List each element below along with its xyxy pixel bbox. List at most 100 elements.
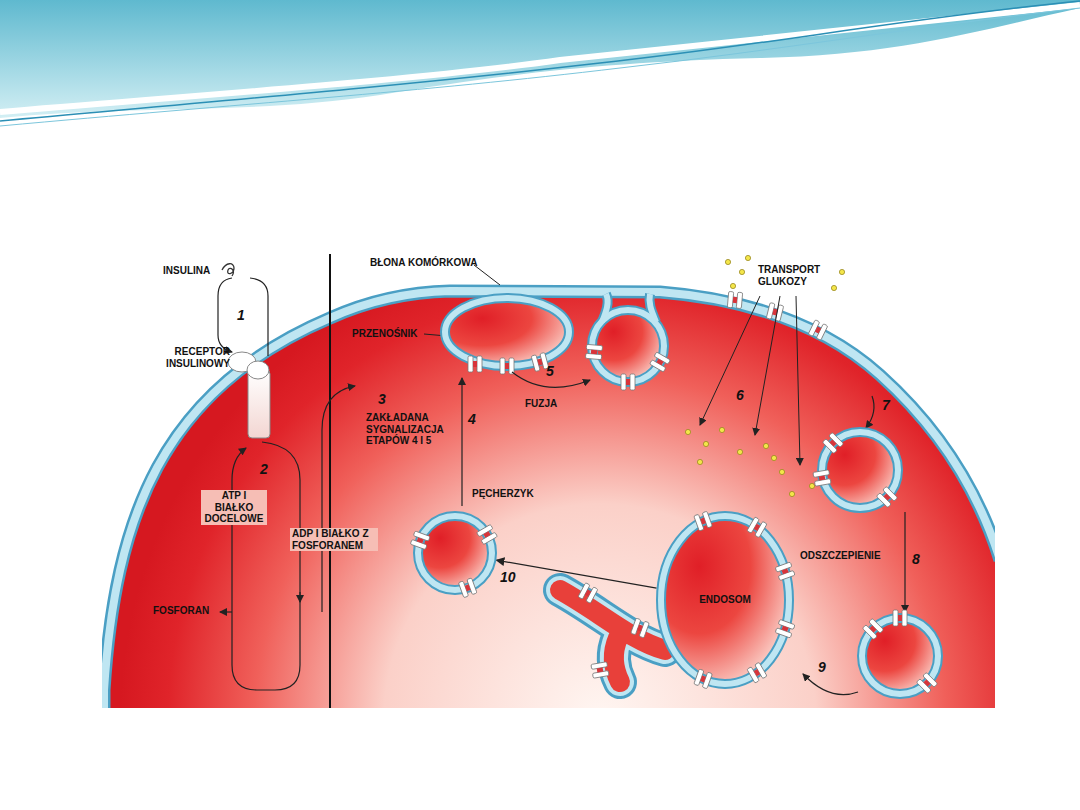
- header-band: [0, 0, 1080, 118]
- internalising-vesicle: [822, 432, 898, 508]
- glucose-transporter: [813, 470, 831, 487]
- glucose-transporter: [410, 531, 430, 550]
- glucose: [779, 469, 784, 474]
- part-label: PRZENOŚNIK: [352, 328, 418, 340]
- step-arrow: [803, 674, 858, 695]
- glucose-transporter: [862, 618, 883, 639]
- part-label: ODSZCZEPIENIE: [800, 550, 881, 562]
- leader-line: [474, 265, 500, 285]
- callout-number: 7: [882, 398, 890, 412]
- callout-number: 3: [378, 392, 386, 406]
- page-gutter: [329, 254, 331, 708]
- step-arrow: [218, 278, 232, 352]
- glucose-transporter: [578, 583, 598, 604]
- vesicle-label: PĘCHERZYK: [472, 488, 534, 500]
- glucose-transporter: [694, 669, 713, 689]
- glucose: [730, 283, 735, 288]
- budded-vesicle: [862, 618, 938, 694]
- glucose-transporter: [916, 672, 937, 693]
- endosome-tubule: [560, 590, 665, 682]
- glucose-transporter: [650, 352, 671, 372]
- figure: [104, 254, 995, 708]
- receptor-column: [248, 370, 270, 438]
- part-label: ADP I BIAŁKO Z FOSFORANEM: [290, 528, 378, 551]
- glucose: [737, 449, 742, 454]
- endosome-membrane: [661, 516, 789, 684]
- cycle-arrow: [232, 442, 300, 690]
- glucose-transporter: [477, 524, 498, 544]
- budded-vesicle: [862, 618, 938, 694]
- callout-number: 4: [468, 412, 476, 426]
- glucose-transporter: [775, 619, 795, 638]
- note-label: ZAKŁADANA SYGNALIZACJA ETAPÓW 4 I 5: [366, 412, 454, 447]
- part-label: TRANSPORT GLUKOZY: [758, 264, 830, 287]
- glucose: [719, 427, 724, 432]
- step-arrow: [496, 560, 656, 588]
- header-wave: [0, 0, 1080, 126]
- glucose-arrow: [700, 296, 760, 425]
- glucose-transporter: [747, 662, 767, 683]
- endosome-tubule: [560, 590, 665, 682]
- glucose: [831, 285, 836, 290]
- glucose: [703, 441, 708, 446]
- callout-number: 6: [736, 388, 744, 402]
- glucose: [771, 455, 776, 460]
- part-label: FOSFORAN: [153, 605, 209, 617]
- callout-number: 10: [500, 570, 516, 584]
- endosome-membrane: [661, 516, 789, 684]
- callout-number: 1: [237, 308, 245, 322]
- cell-membrane: [104, 291, 995, 708]
- callout-number: 9: [818, 660, 826, 674]
- step-arrow: [461, 378, 462, 506]
- transporter-vesicle: [445, 298, 569, 366]
- header-line: [0, 8, 1080, 126]
- glucose: [739, 269, 744, 274]
- glucose-transporter: [621, 374, 635, 390]
- step-arrow: [866, 396, 874, 428]
- glucose-transporter: [458, 578, 477, 598]
- glucose: [789, 491, 794, 496]
- callout-number: 2: [260, 462, 268, 476]
- glucose: [685, 429, 690, 434]
- part-label: RECEPTOR INSULINOWY: [150, 346, 230, 369]
- cell-membrane: [104, 291, 995, 708]
- glucose-transporter: [727, 291, 742, 308]
- glucose: [839, 269, 844, 274]
- glucose-transporter: [766, 303, 783, 322]
- vesicle-membrane: [418, 516, 492, 590]
- part-label: FUZJA: [525, 398, 557, 410]
- glucose-transporter: [631, 618, 650, 638]
- glucose-transporter: [468, 356, 482, 372]
- glucose: [725, 259, 730, 264]
- glucose-transporter: [893, 610, 907, 626]
- phosphate-arrow: [220, 611, 232, 612]
- vesicle-node: PĘCHERZYK: [412, 510, 498, 596]
- endosome-tubule: [560, 590, 665, 682]
- node-label: ENDOSOM: [699, 594, 751, 606]
- glucose: [809, 483, 814, 488]
- fusion-neck: [602, 294, 656, 322]
- insulin-receptor: [247, 361, 269, 379]
- vesicle-outline: [412, 510, 498, 596]
- glucose-transporter: [822, 432, 843, 453]
- glucose-transporter: [500, 358, 514, 374]
- step-arrow: [250, 278, 268, 356]
- glucose-arrow: [755, 296, 780, 435]
- glucose-transporter: [775, 562, 795, 581]
- glucose-transporter: [585, 344, 602, 359]
- callout-number: 8: [912, 552, 920, 566]
- glucose: [745, 255, 750, 260]
- transporter-vesicle: [445, 298, 569, 366]
- step-arrow: [904, 512, 905, 612]
- part-label: BŁONA KOMÓRKOWA: [370, 257, 477, 269]
- vesicle-membrane: [418, 516, 492, 590]
- insulin-molecule: [222, 264, 234, 276]
- header-line: [0, 1, 1080, 121]
- endosome-node: ENDOSOM: [655, 510, 795, 690]
- glucose: [697, 459, 702, 464]
- internalising-vesicle: [822, 432, 898, 508]
- cell-interior: [104, 291, 995, 708]
- step-arrow: [322, 386, 355, 612]
- glucose-transporter: [591, 662, 609, 679]
